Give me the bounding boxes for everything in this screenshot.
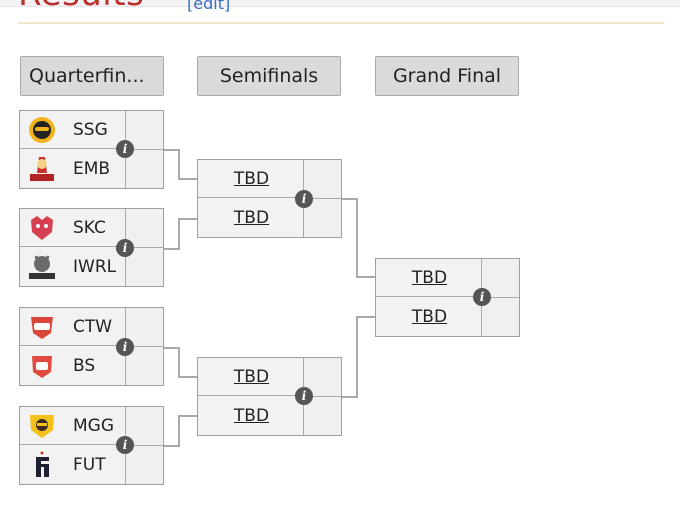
ssg-logo-icon xyxy=(29,117,55,143)
semifinal-match-2[interactable]: TBD TBD xyxy=(197,357,342,436)
bs-logo-icon xyxy=(32,356,52,378)
quarterfinal-match-4[interactable]: MGG FUT xyxy=(19,406,164,485)
team-name: BS xyxy=(73,356,96,376)
fut-logo-icon xyxy=(36,451,49,477)
iwrl-logo-icon xyxy=(29,255,55,279)
heading-divider xyxy=(18,22,664,24)
connector-line xyxy=(178,347,180,378)
tbd-link[interactable]: TBD xyxy=(411,268,448,288)
team-slot[interactable]: CTW xyxy=(20,308,127,346)
grand-final-match[interactable]: TBD TBD xyxy=(375,258,520,337)
connector-line xyxy=(356,276,376,278)
connector-line xyxy=(178,415,180,447)
connector-line xyxy=(178,178,198,180)
connector-line xyxy=(356,198,358,278)
team-slot[interactable]: EMB xyxy=(20,150,127,188)
tbd-link[interactable]: TBD xyxy=(233,208,270,228)
connector-line xyxy=(178,149,180,180)
top-bar xyxy=(0,0,680,7)
tbd-link[interactable]: TBD xyxy=(233,367,270,387)
team-slot[interactable]: TBD xyxy=(198,358,305,396)
connector-line xyxy=(342,198,358,200)
skc-logo-icon xyxy=(31,216,53,240)
team-name: MGG xyxy=(73,416,115,436)
team-slot[interactable]: SKC xyxy=(20,209,127,247)
team-slot[interactable]: TBD xyxy=(198,397,305,435)
team-name: IWRL xyxy=(73,257,117,277)
info-icon[interactable]: i xyxy=(295,387,313,405)
team-slot[interactable]: IWRL xyxy=(20,248,127,286)
round-header-semifinals: Semifinals xyxy=(197,56,341,96)
team-slot[interactable]: TBD xyxy=(376,298,483,336)
quarterfinal-match-2[interactable]: SKC IWRL xyxy=(19,208,164,287)
info-icon[interactable]: i xyxy=(116,436,134,454)
team-slot[interactable]: BS xyxy=(20,347,127,385)
quarterfinal-match-3[interactable]: CTW BS xyxy=(19,307,164,386)
tbd-link[interactable]: TBD xyxy=(233,169,270,189)
team-name: CTW xyxy=(73,317,113,337)
team-slot[interactable]: TBD xyxy=(198,199,305,237)
team-name: SKC xyxy=(73,218,106,238)
connector-line xyxy=(178,376,198,378)
semifinal-match-1[interactable]: TBD TBD xyxy=(197,159,342,238)
info-icon[interactable]: i xyxy=(116,140,134,158)
connector-line xyxy=(356,316,358,398)
connector-line xyxy=(178,218,180,250)
team-slot[interactable]: MGG xyxy=(20,407,127,445)
team-name: SSG xyxy=(73,120,108,140)
mgg-logo-icon xyxy=(30,415,54,438)
quarterfinal-match-1[interactable]: SSG EMB xyxy=(19,110,164,189)
info-icon[interactable]: i xyxy=(116,338,134,356)
team-slot[interactable]: FUT xyxy=(20,446,127,484)
info-icon[interactable]: i xyxy=(473,288,491,306)
tbd-link[interactable]: TBD xyxy=(233,406,270,426)
connector-line xyxy=(178,218,198,220)
emb-logo-icon xyxy=(30,157,54,181)
team-name: FUT xyxy=(73,455,106,475)
team-slot[interactable]: SSG xyxy=(20,111,127,149)
info-icon[interactable]: i xyxy=(116,239,134,257)
connector-line xyxy=(342,396,358,398)
round-header-quarterfinals: Quarterfin... xyxy=(20,56,164,96)
team-name: EMB xyxy=(73,159,111,179)
edit-link[interactable]: [edit] xyxy=(187,0,231,13)
info-icon[interactable]: i xyxy=(295,190,313,208)
round-header-grand-final: Grand Final xyxy=(375,56,519,96)
team-slot[interactable]: TBD xyxy=(376,259,483,297)
team-slot[interactable]: TBD xyxy=(198,160,305,198)
connector-line xyxy=(178,415,198,417)
section-heading: Results xyxy=(18,0,144,14)
connector-line xyxy=(356,316,376,318)
tbd-link[interactable]: TBD xyxy=(411,307,448,327)
ctw-logo-icon xyxy=(31,317,53,339)
